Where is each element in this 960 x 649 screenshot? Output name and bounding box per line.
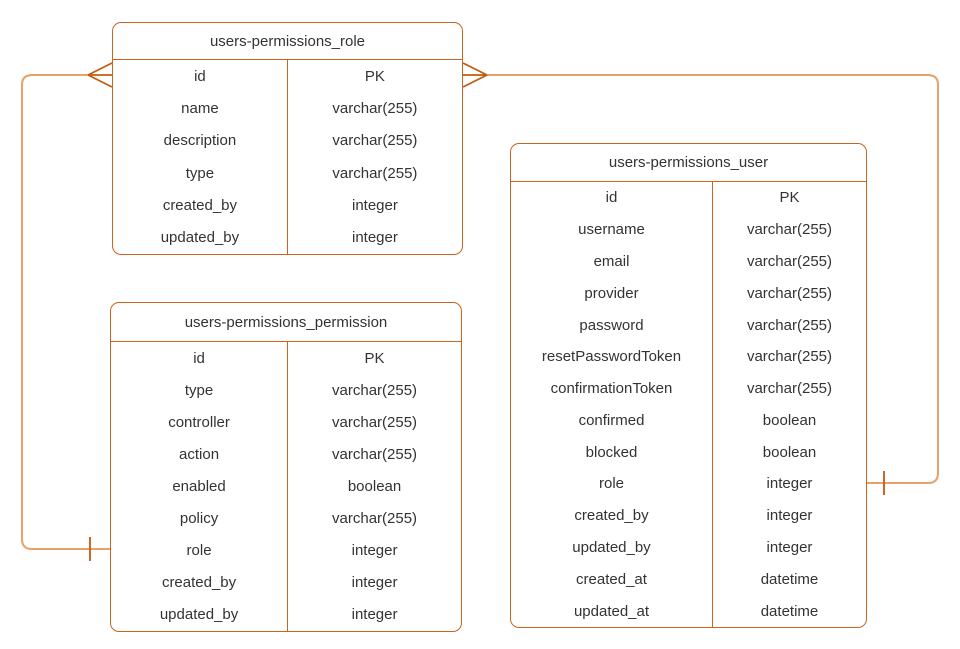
- table-title[interactable]: users-permissions_user: [511, 144, 866, 182]
- field-name: id: [111, 342, 289, 375]
- table-row[interactable]: confirmed boolean: [511, 404, 866, 437]
- field-type: varchar(255): [332, 413, 418, 431]
- field-type: varchar(255): [332, 381, 418, 399]
- table-row[interactable]: updated_at datetime: [511, 595, 866, 627]
- table-title[interactable]: users-permissions_role: [113, 23, 462, 60]
- table-row[interactable]: created_by integer: [113, 189, 462, 222]
- field-name: created_by: [113, 189, 288, 222]
- field-name: username: [511, 213, 713, 246]
- field-type: varchar(255): [332, 510, 418, 528]
- table-row[interactable]: created_at datetime: [511, 563, 866, 596]
- field-type: integer: [351, 606, 398, 624]
- field-name: type: [113, 156, 288, 190]
- crowfoot-many-icon: [462, 62, 488, 88]
- field-name: updated_by: [113, 221, 288, 254]
- field-type: datetime: [760, 570, 819, 588]
- table-title[interactable]: users-permissions_permission: [111, 303, 461, 342]
- table-users-permissions-permission[interactable]: users-permissions_permission id PK type …: [110, 302, 462, 632]
- table-rows: id PK name varchar(255) description varc…: [113, 60, 462, 254]
- table-users-permissions-user[interactable]: users-permissions_user id PK username va…: [510, 143, 867, 628]
- field-type: PK: [779, 189, 800, 207]
- field-type: boolean: [347, 477, 402, 495]
- field-name: type: [111, 374, 289, 407]
- edge-role-to-permission[interactable]: [21, 74, 110, 550]
- table-row[interactable]: action varchar(255): [111, 438, 461, 471]
- field-name: updated_by: [511, 531, 713, 564]
- table-row[interactable]: id PK: [511, 182, 866, 214]
- table-row[interactable]: type varchar(255): [111, 374, 461, 407]
- table-row[interactable]: policy varchar(255): [111, 502, 461, 535]
- table-row[interactable]: id PK: [113, 60, 462, 93]
- field-name: email: [511, 245, 713, 278]
- field-name: id: [511, 182, 713, 214]
- table-row[interactable]: confirmationToken varchar(255): [511, 372, 866, 405]
- table-rows: id PK username varchar(255) email varcha…: [511, 182, 866, 627]
- table-row[interactable]: updated_by integer: [111, 598, 461, 631]
- table-row[interactable]: resetPasswordToken varchar(255): [511, 340, 866, 373]
- field-type: varchar(255): [332, 445, 418, 463]
- field-type: integer: [766, 475, 813, 493]
- table-row[interactable]: updated_by integer: [511, 531, 866, 564]
- table-rows: id PK type varchar(255) controller varch…: [111, 342, 461, 631]
- field-name: action: [111, 438, 289, 471]
- field-name: name: [113, 92, 288, 125]
- table-row[interactable]: username varchar(255): [511, 213, 866, 246]
- table-row[interactable]: role integer: [511, 468, 866, 500]
- field-name: created_at: [511, 563, 713, 596]
- field-type: varchar(255): [332, 164, 418, 182]
- table-row[interactable]: blocked boolean: [511, 436, 866, 469]
- field-type: varchar(255): [746, 252, 833, 270]
- crowfoot-many-icon: [87, 62, 113, 88]
- table-row[interactable]: created_by integer: [511, 499, 866, 532]
- field-name: id: [113, 60, 288, 93]
- field-type: PK: [364, 67, 385, 85]
- table-row[interactable]: password varchar(255): [511, 309, 866, 341]
- field-type: varchar(255): [746, 380, 833, 398]
- table-users-permissions-role[interactable]: users-permissions_role id PK name varcha…: [112, 22, 463, 255]
- field-type: varchar(255): [332, 99, 418, 117]
- table-row[interactable]: created_by integer: [111, 566, 461, 599]
- field-name: blocked: [511, 436, 713, 469]
- field-name: updated_at: [511, 595, 713, 627]
- field-type: integer: [351, 196, 398, 214]
- field-name: created_by: [111, 566, 289, 599]
- field-name: role: [111, 534, 289, 567]
- field-name: role: [511, 468, 713, 500]
- field-type: integer: [351, 542, 398, 560]
- field-type: integer: [351, 574, 398, 592]
- field-name: password: [511, 309, 713, 341]
- table-row[interactable]: email varchar(255): [511, 245, 866, 278]
- field-type: varchar(255): [746, 284, 833, 302]
- field-type: varchar(255): [332, 132, 418, 150]
- field-name: policy: [111, 502, 289, 535]
- table-row[interactable]: id PK: [111, 342, 461, 375]
- field-name: updated_by: [111, 598, 289, 631]
- table-row[interactable]: type varchar(255): [113, 156, 462, 190]
- field-type: boolean: [762, 443, 817, 461]
- table-row[interactable]: provider varchar(255): [511, 277, 866, 310]
- table-row[interactable]: description varchar(255): [113, 124, 462, 157]
- field-type: integer: [351, 229, 398, 247]
- table-row[interactable]: name varchar(255): [113, 92, 462, 125]
- field-name: enabled: [111, 470, 289, 503]
- field-name: resetPasswordToken: [511, 340, 713, 373]
- field-type: datetime: [760, 602, 819, 620]
- table-row[interactable]: role integer: [111, 534, 461, 567]
- field-type: varchar(255): [746, 221, 833, 239]
- field-name: confirmed: [511, 404, 713, 437]
- field-type: PK: [364, 349, 385, 367]
- table-row[interactable]: controller varchar(255): [111, 406, 461, 439]
- field-type: varchar(255): [746, 348, 833, 366]
- table-row[interactable]: updated_by integer: [113, 221, 462, 254]
- field-type: boolean: [762, 411, 817, 429]
- field-name: created_by: [511, 499, 713, 532]
- field-name: provider: [511, 277, 713, 310]
- field-type: varchar(255): [746, 316, 833, 334]
- field-type: integer: [766, 507, 813, 525]
- field-name: confirmationToken: [511, 372, 713, 405]
- field-name: description: [113, 124, 288, 157]
- field-name: controller: [111, 406, 289, 439]
- field-type: integer: [766, 538, 813, 556]
- table-row[interactable]: enabled boolean: [111, 470, 461, 503]
